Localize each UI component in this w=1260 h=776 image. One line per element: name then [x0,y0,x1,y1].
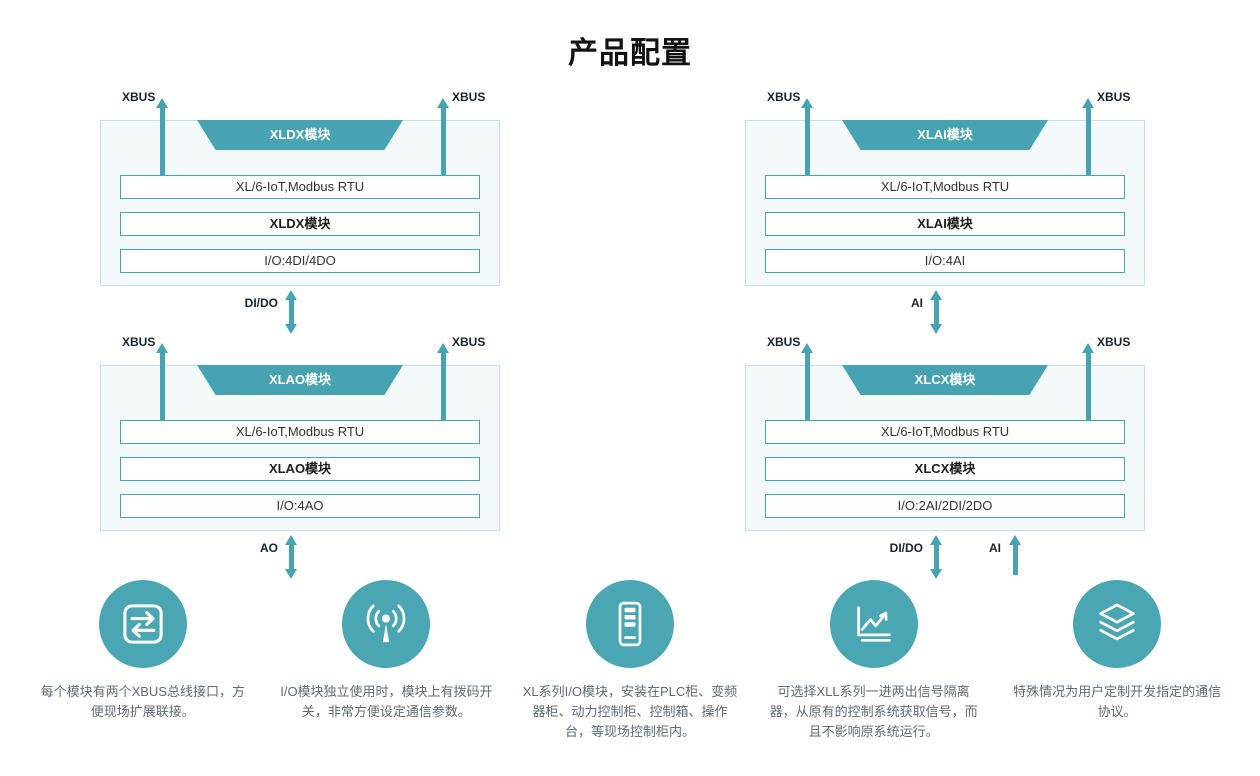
module-row-protocol: XL/6-IoT,Modbus RTU [765,420,1125,444]
xbus-label-left: XBUS [767,90,801,104]
port-arrow-double [285,535,298,579]
feature-text: 每个模块有两个XBUS总线接口，方便现场扩展联接。 [40,684,245,720]
xbus-arrow-up-left [156,98,169,176]
module-row-name: XLAO模块 [120,457,480,481]
port-arrow-double [930,535,943,579]
feature-xbus-expansion: 每个模块有两个XBUS总线接口，方便现场扩展联接。 [21,580,265,742]
feature-signal-isolator: 可选择XLL系列一进两出信号隔离器，从原有的控制系统获取信号，而且不影响原系统运… [752,580,996,742]
line-chart-icon [829,580,918,668]
port-label-ai: AI [989,541,1001,555]
module-row-name: XLDX模块 [120,212,480,236]
module-row-name: XLAI模块 [765,212,1125,236]
transfer-icon [98,580,187,668]
module-header: XLCX模块 [842,365,1048,395]
feature-text: 可选择XLL系列一进两出信号隔离器，从原有的控制系统获取信号，而且不影响原系统运… [769,684,978,740]
feature-text: 特殊情况为用户定制开发指定的通信协议。 [1013,684,1222,720]
module-row-io: I/O:2AI/2DI/2DO [765,494,1125,518]
xbus-arrow-up-right [437,98,450,176]
page-title: 产品配置 [568,37,692,70]
module-row-io: I/O:4AI [765,249,1125,273]
module-box: XLAI模块 XL/6-IoT,Modbus RTU XLAI模块 I/O:4A… [745,120,1145,286]
module-row-protocol: XL/6-IoT,Modbus RTU [120,175,480,199]
port-arrow-double [930,290,943,334]
xbus-label-right: XBUS [1097,90,1131,104]
port-arrow-double [285,290,298,334]
xbus-label-left: XBUS [122,90,156,104]
feature-cabinet-install: XL系列I/O模块，安装在PLC柜、变频器柜、动力控制柜、控制箱、操作台，等现场… [508,580,752,742]
xbus-label-right: XBUS [452,335,486,349]
module-row-io: I/O:4AO [120,494,480,518]
xbus-label-left: XBUS [767,335,801,349]
module-card-xldx: XLDX模块 XL/6-IoT,Modbus RTU XLDX模块 I/O:4D… [100,88,500,336]
module-card-xlao: XLAO模块 XL/6-IoT,Modbus RTU XLAO模块 I/O:4A… [100,333,500,581]
xbus-label-right: XBUS [1097,335,1131,349]
module-box: XLAO模块 XL/6-IoT,Modbus RTU XLAO模块 I/O:4A… [100,365,500,531]
cabinet-icon [585,580,674,668]
module-box: XLDX模块 XL/6-IoT,Modbus RTU XLDX模块 I/O:4D… [100,120,500,286]
module-header: XLAO模块 [197,365,403,395]
xbus-arrow-up-right [437,343,450,421]
xbus-arrow-up-left [801,98,814,176]
module-box: XLCX模块 XL/6-IoT,Modbus RTU XLCX模块 I/O:2A… [745,365,1145,531]
module-header: XLAI模块 [842,120,1048,150]
module-row-io: I/O:4DI/4DO [120,249,480,273]
xbus-arrow-up-right [1082,343,1095,421]
feature-custom-protocol: 特殊情况为用户定制开发指定的通信协议。 [995,580,1239,742]
port-label-dido: DI/DO [244,296,278,310]
module-row-protocol: XL/6-IoT,Modbus RTU [120,420,480,444]
feature-text: I/O模块独立使用时，模块上有拨码开关，非常方便设定通信参数。 [280,684,493,720]
feature-list: 每个模块有两个XBUS总线接口，方便现场扩展联接。 I/O模块独立使用时，模块上… [0,580,1260,742]
port-arrow-up [1009,535,1022,575]
xbus-arrow-up-left [156,343,169,421]
module-card-xlai: XLAI模块 XL/6-IoT,Modbus RTU XLAI模块 I/O:4A… [745,88,1145,336]
port-label-ao: AO [260,541,278,555]
xbus-arrow-up-left [801,343,814,421]
port-label-ai: AI [911,296,923,310]
feature-text: XL系列I/O模块，安装在PLC柜、变频器柜、动力控制柜、控制箱、操作台，等现场… [522,684,738,740]
broadcast-icon [342,580,431,668]
module-header: XLDX模块 [197,120,403,150]
module-row-protocol: XL/6-IoT,Modbus RTU [765,175,1125,199]
layers-icon [1073,580,1162,668]
xbus-label-right: XBUS [452,90,486,104]
port-label-dido: DI/DO [889,541,923,555]
feature-dip-switch: I/O模块独立使用时，模块上有拨码开关，非常方便设定通信参数。 [265,580,509,742]
xbus-label-left: XBUS [122,335,156,349]
module-card-xlcx: XLCX模块 XL/6-IoT,Modbus RTU XLCX模块 I/O:2A… [745,333,1145,581]
module-row-name: XLCX模块 [765,457,1125,481]
xbus-arrow-up-right [1082,98,1095,176]
